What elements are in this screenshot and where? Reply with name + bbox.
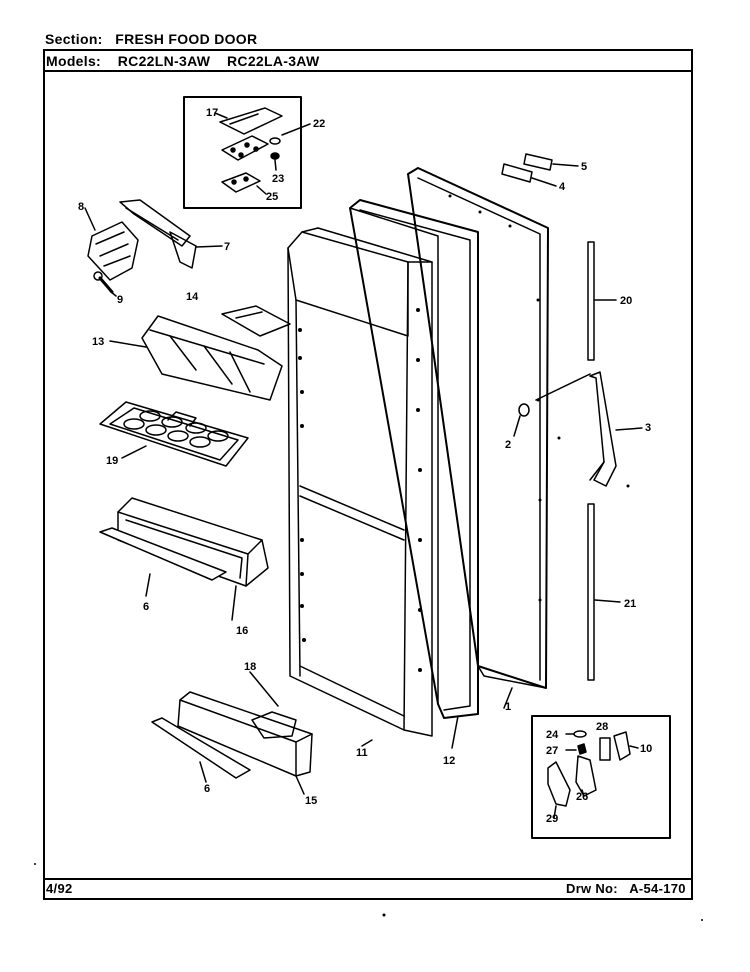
- nameplates: [501, 153, 579, 187]
- hinge-inset: [183, 96, 311, 209]
- footer-divider: [43, 878, 693, 880]
- scan-specks: [34, 436, 703, 921]
- callout-17: 17: [206, 107, 218, 119]
- callout-4: 4: [559, 181, 566, 193]
- callout-5: 5: [581, 161, 587, 173]
- callout-25: 25: [266, 191, 278, 203]
- hinge-cam-inset: [531, 715, 671, 839]
- callout-15: 15: [305, 795, 317, 807]
- drawing-number-value: A-54-170: [629, 881, 686, 896]
- outer-door-panel: [407, 167, 549, 709]
- callout-11: 11: [356, 747, 368, 759]
- callout-8: 8: [78, 201, 84, 213]
- callout-23: 23: [272, 173, 284, 185]
- callout-21: 21: [624, 598, 636, 610]
- callout-10: 10: [640, 743, 652, 755]
- models-value-1: RC22LN-3AW: [117, 53, 211, 69]
- door-shelf-upper: [99, 497, 269, 621]
- models-heading: Models: RC22LN-3AW RC22LA-3AW: [46, 53, 319, 69]
- callout-1: 1: [505, 701, 511, 713]
- callout-3: 3: [645, 422, 651, 434]
- callout-20: 20: [620, 295, 632, 307]
- section-value: FRESH FOOD DOOR: [115, 31, 258, 47]
- door-liner: [287, 227, 433, 747]
- door-gasket: [349, 199, 479, 749]
- hinge-assembly-parts: [84, 199, 223, 297]
- egg-tray: [99, 401, 249, 467]
- header-divider: [43, 70, 693, 72]
- callout-6-lower: 6: [204, 783, 210, 795]
- callout-24: 24: [546, 729, 559, 741]
- drawing-number: Drw No: A-54-170: [566, 881, 686, 896]
- callout-12: 12: [443, 755, 455, 767]
- callout-28-upper: 28: [596, 721, 608, 733]
- diagram-frame: [43, 49, 693, 900]
- callout-19: 19: [106, 455, 118, 467]
- revision-date: 4/92: [46, 881, 73, 896]
- models-value-2: RC22LA-3AW: [227, 53, 320, 69]
- callout-22: 22: [313, 118, 325, 130]
- callout-16: 16: [236, 625, 248, 637]
- models-label: Models:: [46, 53, 101, 69]
- callout-9: 9: [117, 294, 123, 306]
- callout-7: 7: [224, 241, 230, 253]
- callout-27: 27: [546, 745, 558, 757]
- section-heading: Section: FRESH FOOD DOOR: [45, 31, 257, 47]
- callout-2: 2: [505, 439, 511, 451]
- door-shelf-lower: [151, 671, 313, 795]
- callout-29: 29: [546, 813, 558, 825]
- callout-13: 13: [92, 336, 104, 348]
- callout-6-upper: 6: [143, 601, 149, 613]
- callout-14: 14: [186, 291, 199, 303]
- callout-18: 18: [244, 661, 256, 673]
- section-label: Section:: [45, 31, 103, 47]
- handle-and-trim: [513, 241, 643, 681]
- drawing-label: Drw No:: [566, 881, 618, 896]
- butter-compartment-parts: [109, 305, 291, 401]
- callout-26: 26: [576, 791, 588, 803]
